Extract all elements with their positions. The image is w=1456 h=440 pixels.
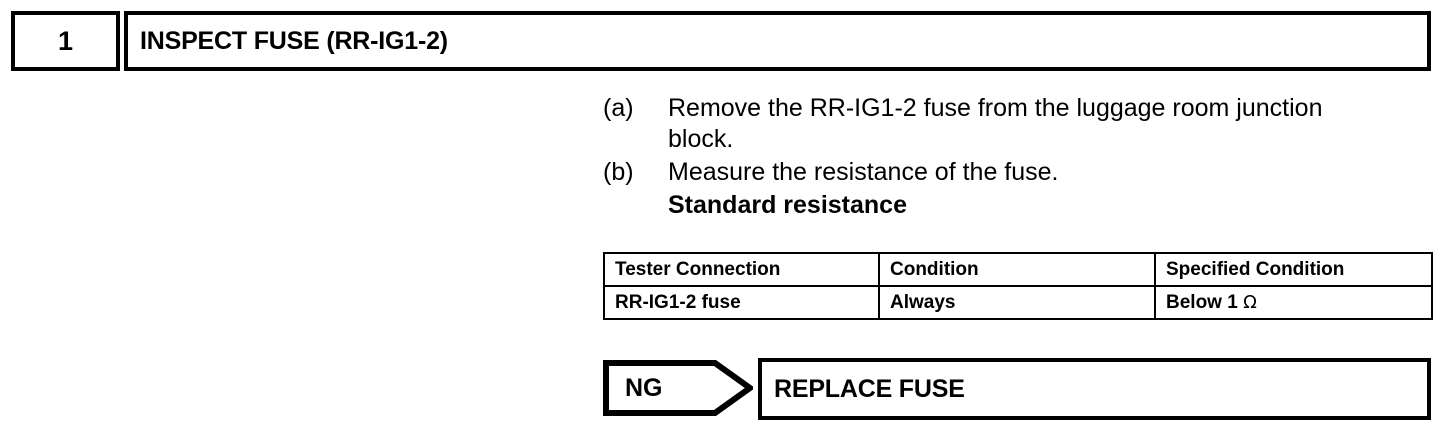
cell-specified-condition: Below 1 Ω <box>1154 285 1433 320</box>
instruction-item-a: (a) Remove the RR-IG1-2 fuse from the lu… <box>603 93 1433 155</box>
instruction-item-b: (b) Measure the resistance of the fuse. <box>603 157 1433 188</box>
step-number-box: 1 <box>11 11 120 71</box>
step-title: INSPECT FUSE (RR-IG1-2) <box>140 26 448 55</box>
instruction-list: (a) Remove the RR-IG1-2 fuse from the lu… <box>603 93 1433 221</box>
cell-tester-connection: RR-IG1-2 fuse <box>603 285 880 320</box>
arrow-right-icon <box>603 360 753 416</box>
cell-condition: Always <box>878 285 1156 320</box>
step-number: 1 <box>57 25 74 56</box>
table-header-tester-connection: Tester Connection <box>603 252 880 287</box>
instruction-marker-a: (a) <box>603 94 634 122</box>
instruction-text-b: Measure the resistance of the fuse. <box>668 158 1059 186</box>
table-header-row: Tester Connection Condition Specified Co… <box>603 252 1433 287</box>
instruction-marker-b: (b) <box>603 158 634 186</box>
specification-table: Tester Connection Condition Specified Co… <box>603 252 1433 320</box>
result-action-label: REPLACE FUSE <box>774 374 965 403</box>
specified-condition-value: Below 1 <box>1166 291 1244 313</box>
instruction-text-a: Remove the RR-IG1-2 fuse from the luggag… <box>668 94 1323 153</box>
table-row: RR-IG1-2 fuse Always Below 1 Ω <box>603 285 1433 320</box>
table-header-condition: Condition <box>878 252 1156 287</box>
ng-arrow-shape: NG <box>603 360 753 416</box>
ng-judgement-label: NG <box>625 373 663 402</box>
table-header-specified-condition: Specified Condition <box>1154 252 1433 287</box>
result-action-box: REPLACE FUSE <box>758 358 1431 420</box>
step-title-box: INSPECT FUSE (RR-IG1-2) <box>124 11 1431 71</box>
result-flow: NG REPLACE FUSE <box>603 358 1433 420</box>
standard-resistance-heading: Standard resistance <box>668 191 907 219</box>
ohm-unit-symbol: Ω <box>1243 291 1257 313</box>
